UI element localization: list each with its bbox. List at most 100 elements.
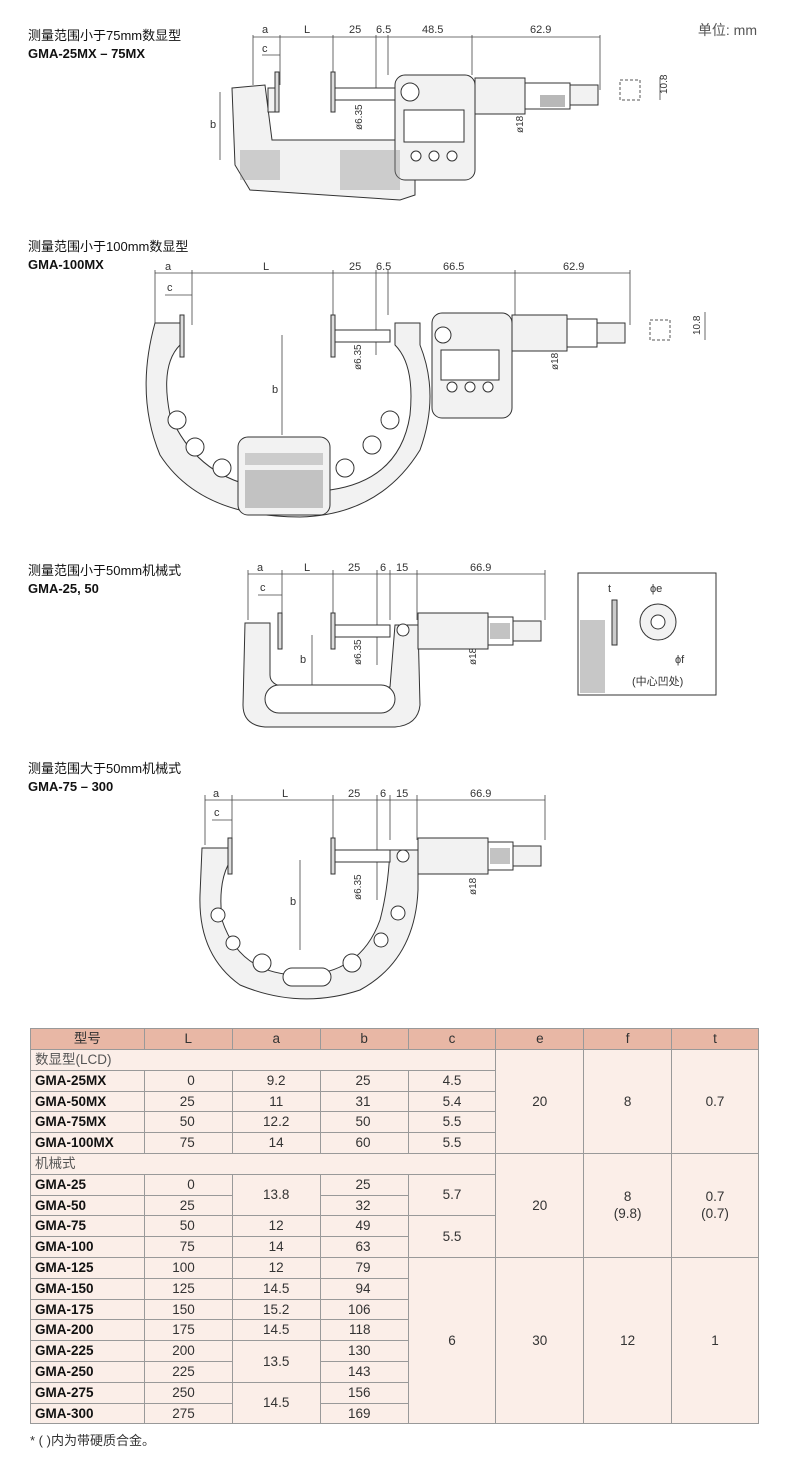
cell-L: 75 [143,1236,233,1258]
table-header-row: 型号 L a b c e f t [30,1028,759,1050]
header-e: e [495,1028,585,1050]
cell-L: 25 [143,1194,233,1217]
group-label-digital: 数显型(LCD) [29,1049,497,1071]
section-2-title: 测量范围小于100mm数显型 GMA-100MX [28,238,188,274]
cell-a: 14 [231,1132,321,1154]
cell-L: 25 [143,1090,233,1113]
cell-c: 4.5 [407,1069,497,1092]
cell-b: 94 [319,1277,409,1300]
cell-a: 12 [231,1256,321,1279]
dim-a: a [213,788,220,800]
dim-c: c [260,582,266,594]
dim-c: c [262,43,268,55]
cell-b: 169 [319,1402,409,1425]
cell-L: 175 [143,1319,233,1342]
dim-phi-6-35: ø6.35 [353,874,364,900]
detail-caption: (中心凹处) [632,675,683,688]
cell-model: GMA-275 [30,1381,145,1404]
cell-t-carbide: (0.7) [701,1206,729,1222]
cell-b: 50 [319,1111,409,1134]
cell-L: 225 [143,1360,233,1383]
dim-phi-18: ø18 [515,115,526,133]
table-row: GMA-300 275 169 [30,1402,759,1425]
dim-62-9: 62.9 [530,24,551,36]
micrometer-drawing-digital-small: a c L 25 6.5 48.5 62.9 10.8 b ø6.35 ø18 [210,24,670,201]
table-row: GMA-125 100 12 79 6 30 12 1 [30,1256,759,1425]
cell-model: GMA-225 [30,1340,145,1362]
micrometer-drawing-digital-100: a c L 25 6.5 66.5 62.9 10.8 b ø6.35 ø18 [145,261,706,518]
dim-b: b [290,896,296,908]
unit-label: 单位: mm [697,22,757,38]
section-1-title-cn: 测量范围小于75mm数显型 [28,28,182,43]
table-row: GMA-275 250 14.5 156 [30,1381,759,1425]
dim-6: 6 [380,562,386,574]
table-row: GMA-175 150 15.2 106 [30,1298,759,1321]
dim-15: 15 [396,788,408,800]
dim-c: c [167,282,173,294]
header-L: L [143,1028,233,1050]
cell-L: 150 [143,1298,233,1321]
cell-L: 125 [143,1277,233,1300]
section-4-model: GMA-75 – 300 [28,779,114,794]
cell-e-mech-small: 20 [495,1152,585,1258]
cell-c-large: 6 [407,1256,497,1425]
cell-model: GMA-175 [30,1298,145,1321]
cell-a: 14 [231,1236,321,1258]
section-4-title-cn: 测量范围大于50mm机械式 [28,761,182,776]
dim-phi-6-35: ø6.35 [354,104,365,130]
micrometer-drawing-mech-small: a c L 25 6 15 66.9 b ø6.35 ø18 t ϕe ϕf (… [242,562,717,728]
dim-25: 25 [348,788,360,800]
cell-b: 143 [319,1360,409,1383]
cell-c: 5.4 [407,1090,497,1113]
cell-c: 5.5 [407,1132,497,1154]
dim-10-8: 10.8 [692,315,703,335]
dim-b: b [272,384,278,396]
cell-b: 49 [319,1215,409,1238]
table-row: GMA-250 225 143 [30,1360,759,1383]
cell-model: GMA-100MX [30,1132,145,1154]
cell-t-mech-large: 1 [671,1256,759,1425]
dim-6-5: 6.5 [376,261,391,273]
cell-t-mech-small: 0.7 (0.7) [671,1152,759,1258]
cell-L: 0 [143,1069,233,1092]
cell-a: 14.5 [231,1381,321,1425]
dim-48-5: 48.5 [422,24,443,36]
section-3-model: GMA-25, 50 [28,581,99,596]
dim-L: L [263,261,269,273]
header-t: t [671,1028,759,1050]
group-row-digital: 数显型(LCD) 20 8 0.7 [29,1049,759,1154]
cell-a: 12.2 [231,1111,321,1134]
dim-phi-6-35: ø6.35 [353,639,364,665]
section-3-title-cn: 测量范围小于50mm机械式 [28,563,182,578]
spec-table: 型号 L a b c e f t 数显型(LCD) 20 8 0.7 GMA-2… [29,1028,759,1425]
footnote: * ( )内为带硬质合金。 [30,1433,155,1448]
cell-b: 63 [319,1236,409,1258]
cell-b: 25 [319,1069,409,1092]
dim-a: a [257,562,264,574]
cell-b: 60 [319,1132,409,1154]
cell-L: 50 [143,1111,233,1134]
dim-a: a [165,261,172,273]
detail-t: t [608,583,611,595]
header-c: c [407,1028,497,1050]
cell-e-mech-large: 30 [495,1256,585,1425]
dim-15: 15 [396,562,408,574]
dim-6-5: 6.5 [376,24,391,36]
section-4-title: 测量范围大于50mm机械式 GMA-75 – 300 [28,760,181,796]
cell-L: 200 [143,1340,233,1362]
cell-c: 5.5 [407,1215,497,1258]
cell-model: GMA-50MX [30,1090,145,1113]
cell-e-digital: 20 [495,1049,585,1154]
cell-L: 275 [143,1402,233,1425]
cell-a: 13.5 [231,1340,321,1383]
table-row: GMA-25MX 0 9.2 25 4.5 [30,1069,759,1092]
section-2-title-cn: 测量范围小于100mm数显型 [28,239,189,254]
dim-62-9: 62.9 [563,261,584,273]
cell-b: 118 [319,1319,409,1342]
dim-66-9: 66.9 [470,562,491,574]
group-label-mech: 机械式 [29,1152,497,1175]
cell-L: 50 [143,1215,233,1238]
dim-phi-6-35: ø6.35 [353,344,364,370]
dim-25: 25 [349,24,361,36]
dim-L: L [304,562,310,574]
